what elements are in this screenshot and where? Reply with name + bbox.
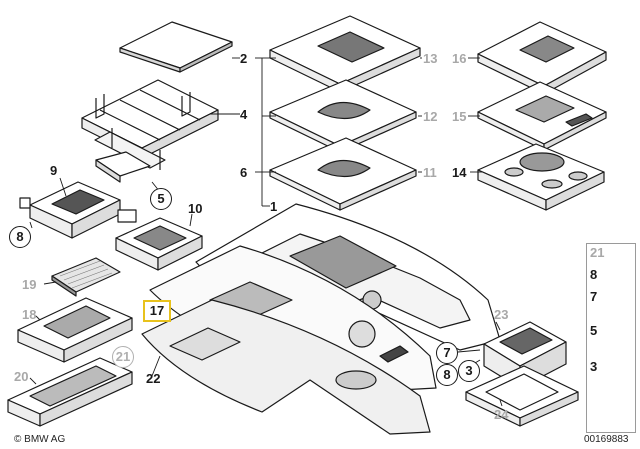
part-11-trim-lower [269,137,417,211]
callout-21: 21 [112,346,134,368]
callout-4: 4 [240,107,248,122]
part-16-cover [477,21,607,95]
part-2-mat [119,21,233,73]
callout-17[interactable]: 17 [143,300,171,322]
callout-1: 1 [270,199,278,214]
legend-label-3: 3 [590,359,598,374]
callout-11: 11 [423,165,437,180]
part-22-trim-lower [141,299,431,435]
callout-14: 14 [452,165,467,180]
callout-12: 12 [423,109,438,124]
callout-24: 24 [494,407,509,422]
callout-6: 6 [240,165,248,180]
drawing-number: 00169883 [584,434,629,445]
callout-8: 8 [436,364,458,386]
callout-8: 8 [9,226,31,248]
callout-13: 13 [423,51,438,66]
part-18-tray [17,297,133,363]
callout-5: 5 [150,188,172,210]
legend-label-21: 21 [590,245,605,260]
part-20-tray-base [7,357,133,427]
part-14-control-panel [477,143,605,211]
part-10-small-tray [115,217,203,271]
callout-19: 19 [22,277,37,292]
callout-22: 22 [146,371,161,386]
part-4-bracket-frame [81,79,219,170]
copyright-text: © BMW AG [14,434,66,445]
callout-20: 20 [14,369,29,384]
part-15-cover [477,81,607,151]
part-17-trim-panel [149,245,437,391]
callout-16: 16 [452,51,467,66]
legend-label-7: 7 [590,289,598,304]
legend-label-5: 5 [590,323,598,338]
part-19-rubber-mat [51,257,121,297]
part-24-frame [465,365,579,427]
callout-2: 2 [240,51,248,66]
fastener-legend [586,243,636,433]
callout-18: 18 [22,307,37,322]
callout-10: 10 [188,201,203,216]
part-9-holder [19,151,151,239]
part-13-trim-top [269,15,421,93]
legend-label-8: 8 [590,267,598,282]
callout-3: 3 [458,360,480,382]
callout-7: 7 [436,342,458,364]
callout-23: 23 [494,307,509,322]
callout-15: 15 [452,109,467,124]
callout-9: 9 [50,163,58,178]
